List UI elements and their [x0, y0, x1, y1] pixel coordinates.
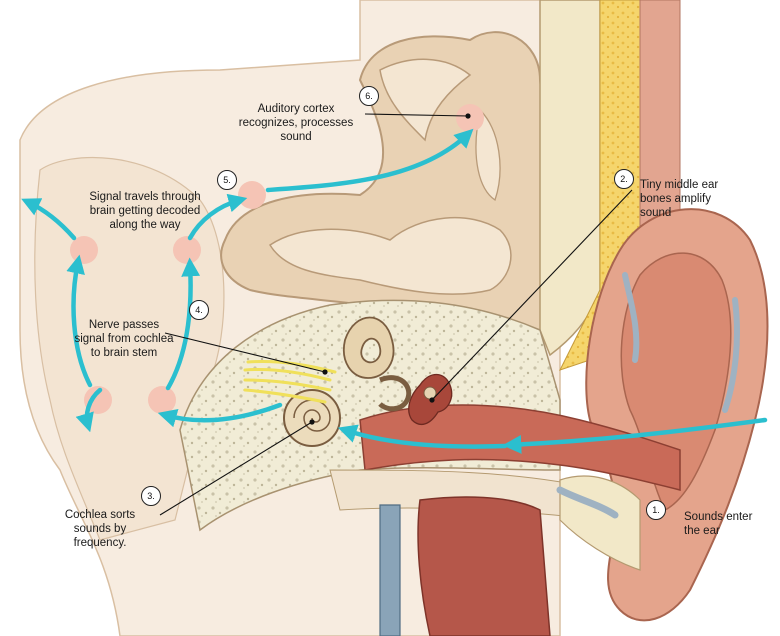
step-2-number: 2. [614, 169, 634, 189]
jaw-muscle [417, 496, 551, 636]
leader-dot-3 [309, 419, 315, 425]
arrow-canal-to-cochlea [337, 424, 508, 449]
relay-node-right-upper [173, 236, 201, 264]
arrow-left-up [66, 254, 93, 388]
skull-bone-upper [539, 0, 601, 357]
step-6-number: 6. [359, 86, 379, 106]
lower-cartilage [556, 486, 619, 519]
ear-cartilage [622, 272, 740, 413]
step-3-number: 3. [141, 486, 161, 506]
arrow-left-exit [21, 198, 77, 241]
step-4-number: 4. [189, 300, 209, 320]
auditory-nerve [243, 360, 337, 404]
leader-2 [431, 189, 633, 401]
arrow-to-cortex [265, 128, 474, 193]
leader-dot-2 [429, 397, 435, 403]
cortex-fold-3 [475, 108, 501, 202]
mastoid-bone [559, 475, 641, 571]
semicircular-canals [342, 316, 395, 379]
arrow-right-to-5 [187, 193, 248, 241]
step-3-label: Cochlea sorts sounds by frequency. [64, 509, 136, 549]
leader-4 [164, 332, 326, 373]
step-6-label: Auditory cortex recognizes, processes so… [238, 103, 354, 143]
step-5-number: 5. [217, 170, 237, 190]
relay-node-cortex [456, 104, 484, 132]
step-2-label: Tiny middle ear bones amplify sound [640, 179, 719, 219]
relay-node-left-lower [84, 386, 112, 414]
step-1-number: 1. [646, 500, 666, 520]
arrow-right-up [165, 257, 201, 391]
arrow-cochlea-to-stem [157, 402, 283, 428]
arrow-sound-in [502, 417, 768, 454]
step-4-label: Nerve passes signal from cochlea to brai… [74, 319, 174, 359]
relay-node-5 [238, 181, 266, 209]
relay-node-right-lower [148, 386, 176, 414]
leader-dot-6 [465, 113, 471, 119]
leader-6 [364, 113, 469, 117]
leader-dot-4 [322, 369, 328, 375]
signal-arrows [21, 128, 768, 454]
cortex-fold-2 [268, 216, 512, 295]
arrow-left-lower-branch [75, 387, 103, 433]
carotid-vessel [379, 504, 401, 636]
leader-3 [159, 421, 313, 516]
step-1-label: Sounds enter the ear [684, 511, 753, 537]
leader-lines [159, 113, 633, 516]
step-5-label: Signal travels through brain getting dec… [89, 191, 201, 231]
canal-loop [378, 375, 412, 412]
temporal-bone [179, 299, 561, 532]
cortex-fold-1 [379, 58, 472, 142]
